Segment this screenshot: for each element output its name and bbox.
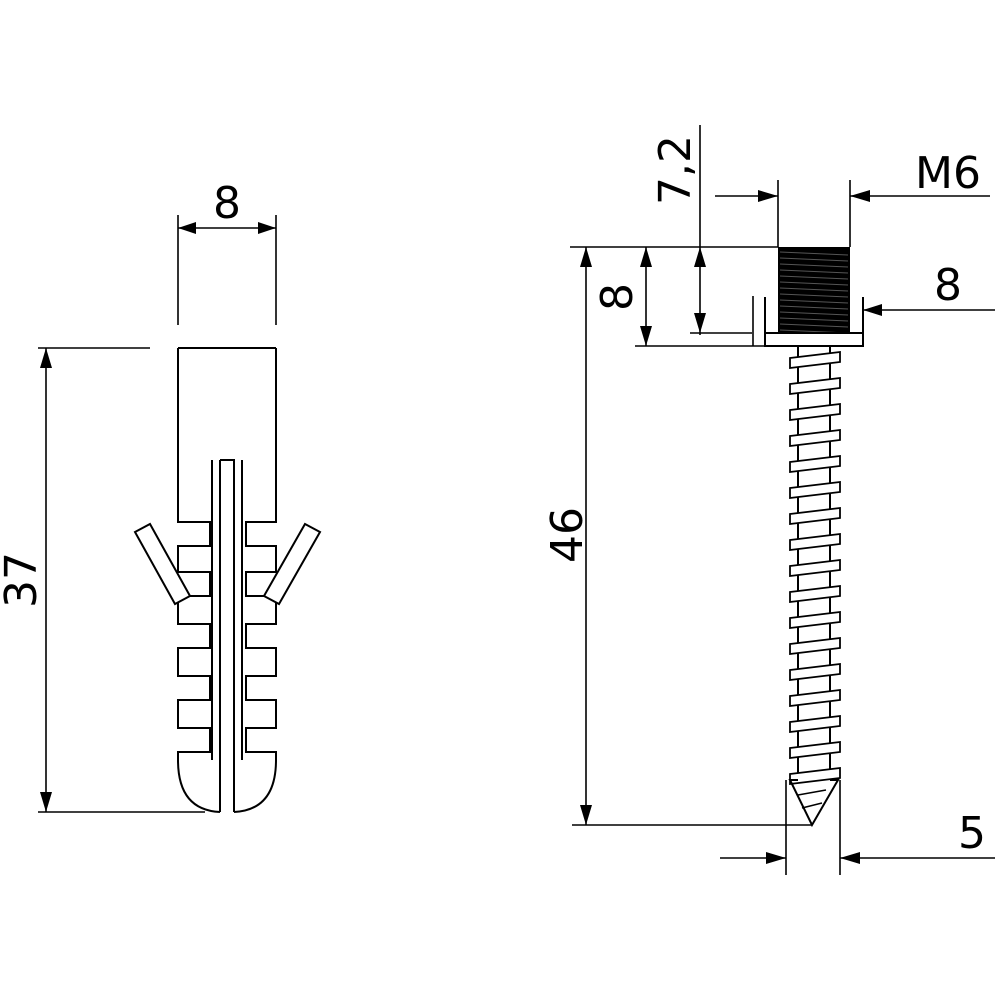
dimension-thread-size: M6 bbox=[715, 148, 990, 247]
wall-plug-right-outline bbox=[233, 348, 277, 813]
thread-ridge bbox=[789, 350, 841, 370]
thread-ridge bbox=[789, 584, 841, 604]
stud-screw bbox=[764, 247, 864, 828]
label-anchor-length: 37 bbox=[0, 552, 47, 608]
thread-ridge bbox=[789, 636, 841, 656]
thread-ridge bbox=[789, 532, 841, 552]
wall-plug bbox=[133, 347, 322, 813]
label-anchor-width: 8 bbox=[213, 178, 241, 229]
label-screw-length: 46 bbox=[542, 507, 593, 563]
screw-collar bbox=[764, 332, 864, 347]
thread-ridge bbox=[789, 376, 841, 396]
thread-ridge bbox=[789, 688, 841, 708]
thread-line bbox=[779, 317, 849, 322]
thread-ridge bbox=[789, 662, 841, 682]
thread-ridge bbox=[789, 558, 841, 578]
thread-line bbox=[779, 275, 849, 280]
screw-tip bbox=[788, 779, 840, 828]
wall-plug-center-slot bbox=[211, 459, 243, 812]
thread-line bbox=[779, 269, 849, 274]
thread-line bbox=[779, 299, 849, 304]
dimension-screw-diameter: 5 bbox=[720, 780, 995, 875]
label-thread-length: 8 bbox=[592, 283, 643, 311]
thread-line bbox=[779, 305, 849, 310]
wood-thread-lines bbox=[789, 350, 841, 786]
wall-plug-left-fin bbox=[133, 522, 192, 606]
dimension-screw-length: 46 bbox=[542, 247, 812, 826]
thread-line bbox=[779, 257, 849, 262]
thread-ridge bbox=[789, 740, 841, 760]
thread-ridge bbox=[789, 480, 841, 500]
dimension-nut-width: 8 bbox=[752, 260, 995, 346]
thread-ridge bbox=[789, 428, 841, 448]
thread-ridge bbox=[789, 714, 841, 734]
dimension-head-height: 7,2 bbox=[650, 125, 752, 335]
label-thread-size: M6 bbox=[915, 148, 981, 199]
thread-line bbox=[779, 323, 849, 328]
dimension-anchor-width: 8 bbox=[177, 178, 277, 325]
thread-line bbox=[779, 263, 849, 268]
thread-line bbox=[779, 287, 849, 292]
label-head-height: 7,2 bbox=[650, 135, 701, 205]
dimension-anchor-length: 37 bbox=[0, 347, 205, 813]
dimension-thread-length: 8 bbox=[592, 247, 765, 347]
thread-line bbox=[779, 311, 849, 316]
thread-line bbox=[779, 251, 849, 256]
thread-line bbox=[779, 281, 849, 286]
thread-ridge bbox=[789, 506, 841, 526]
thread-ridge bbox=[789, 402, 841, 422]
label-nut-width: 8 bbox=[934, 260, 962, 311]
wall-plug-left-outline bbox=[177, 348, 221, 813]
label-screw-diameter: 5 bbox=[958, 808, 986, 859]
thread-ridge bbox=[789, 610, 841, 630]
wall-plug-right-fin bbox=[262, 522, 322, 606]
thread-ridge bbox=[789, 454, 841, 474]
thread-line bbox=[779, 293, 849, 298]
